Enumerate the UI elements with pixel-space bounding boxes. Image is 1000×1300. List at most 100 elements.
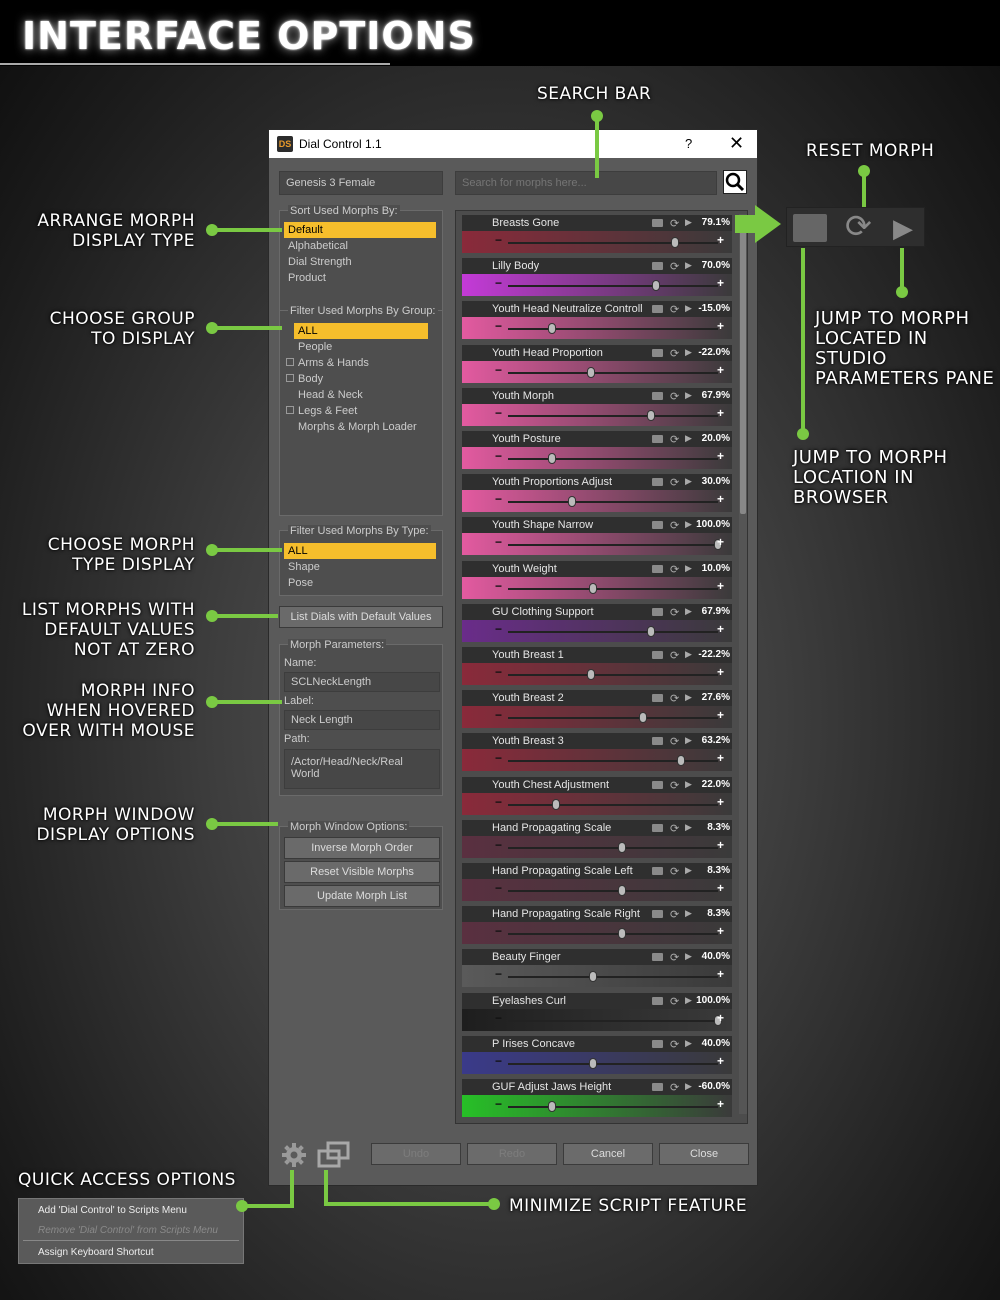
plus-icon[interactable]: +: [716, 1053, 724, 1068]
plus-icon[interactable]: +: [716, 794, 724, 809]
plus-icon[interactable]: +: [716, 1010, 724, 1025]
morph-row[interactable]: Hand Propagating Scale⟳▶8.3%−+: [462, 819, 732, 858]
reset-icon[interactable]: ⟳: [670, 736, 680, 749]
menu-item-remove-scripts[interactable]: Remove 'Dial Control' from Scripts Menu: [38, 1225, 218, 1236]
jump-arrow-icon[interactable]: ▶: [685, 562, 692, 573]
minus-icon[interactable]: −: [495, 665, 503, 679]
plus-icon[interactable]: +: [716, 362, 724, 377]
plus-icon[interactable]: +: [716, 665, 724, 679]
morph-slider-knob[interactable]: [676, 755, 685, 767]
morph-row[interactable]: Youth Shape Narrow⟳▶100.0%−+: [462, 517, 732, 556]
morph-slider-track[interactable]: [508, 414, 718, 417]
plus-icon[interactable]: +: [716, 535, 724, 550]
plus-icon[interactable]: +: [716, 276, 724, 291]
type-option-all[interactable]: ALL: [284, 543, 436, 559]
plus-icon[interactable]: +: [716, 319, 724, 334]
folder-icon[interactable]: [652, 435, 663, 443]
morph-slider-knob[interactable]: [618, 885, 627, 896]
morph-slider-track[interactable]: [508, 630, 718, 633]
sort-option-default[interactable]: Default: [284, 222, 436, 238]
minus-icon[interactable]: −: [495, 1053, 503, 1068]
jump-arrow-icon[interactable]: ▶: [685, 389, 692, 400]
reset-icon[interactable]: ⟳: [670, 520, 680, 533]
group-item-arms-hands[interactable]: Arms & Hands: [298, 357, 369, 369]
folder-icon[interactable]: [652, 607, 663, 616]
morph-slider-track[interactable]: [508, 976, 718, 979]
reset-visible-morphs-button[interactable]: Reset Visible Morphs: [284, 861, 440, 883]
morph-slider-track[interactable]: [508, 760, 718, 763]
minus-icon[interactable]: −: [495, 233, 503, 247]
reset-icon[interactable]: ⟳: [670, 606, 680, 619]
morph-row[interactable]: Youth Proportions Adjust⟳▶30.0%−+: [462, 474, 732, 513]
folder-icon[interactable]: [652, 564, 663, 573]
plus-icon[interactable]: +: [716, 708, 724, 723]
morph-slider-track[interactable]: [508, 371, 718, 374]
morph-list-scrollbar[interactable]: [739, 214, 747, 1114]
plus-icon[interactable]: +: [716, 492, 724, 507]
plus-icon[interactable]: +: [716, 751, 724, 766]
morph-row[interactable]: Lilly Body⟳▶70.0%−+: [462, 258, 732, 297]
morph-slider-track[interactable]: [508, 328, 718, 331]
morph-slider-track[interactable]: [508, 674, 718, 676]
reset-icon[interactable]: ⟳: [670, 1082, 680, 1094]
type-option-shape[interactable]: Shape: [288, 561, 320, 573]
folder-icon[interactable]: [652, 867, 663, 875]
group-item-morph-loader[interactable]: Morphs & Morph Loader: [298, 421, 417, 433]
folder-icon[interactable]: [652, 1039, 663, 1048]
morph-slider-track[interactable]: [508, 1106, 718, 1108]
reset-icon[interactable]: ⟳: [670, 347, 680, 360]
morph-slider-track[interactable]: [508, 544, 718, 547]
morph-slider-track[interactable]: [508, 933, 718, 936]
morph-row[interactable]: GUF Adjust Jaws Height⟳▶-60.0%−+: [462, 1079, 732, 1117]
plus-icon[interactable]: +: [716, 924, 724, 939]
folder-icon[interactable]: [652, 651, 663, 659]
expand-body-icon[interactable]: [286, 374, 294, 382]
folder-icon[interactable]: [652, 348, 663, 357]
minus-icon[interactable]: −: [495, 1097, 503, 1111]
plus-icon[interactable]: +: [716, 578, 724, 593]
jump-arrow-icon[interactable]: ▶: [685, 778, 692, 789]
minus-icon[interactable]: −: [495, 621, 503, 636]
search-input[interactable]: [455, 171, 717, 195]
folder-icon[interactable]: [652, 823, 663, 832]
morph-slider-knob[interactable]: [647, 409, 656, 421]
jump-arrow-icon[interactable]: ▶: [685, 519, 692, 530]
plus-icon[interactable]: +: [716, 837, 724, 852]
jump-arrow-icon[interactable]: ▶: [685, 1081, 692, 1091]
morph-slider-knob[interactable]: [714, 539, 722, 551]
morph-row[interactable]: Hand Propagating Scale Right⟳▶8.3%−+: [462, 906, 732, 945]
plus-icon[interactable]: +: [716, 621, 724, 636]
morph-row[interactable]: Beauty Finger⟳▶40.0%−+: [462, 949, 732, 988]
morph-row[interactable]: Breasts Gone⟳▶79.1%−+: [462, 215, 732, 253]
undo-button[interactable]: Undo: [371, 1143, 461, 1165]
plus-icon[interactable]: +: [716, 881, 724, 895]
jump-arrow-icon[interactable]: ▶: [685, 303, 692, 314]
folder-icon[interactable]: [652, 391, 663, 400]
minus-icon[interactable]: −: [495, 449, 503, 463]
type-option-pose[interactable]: Pose: [288, 577, 314, 589]
jump-arrow-icon[interactable]: ▶: [685, 994, 692, 1005]
morph-row[interactable]: Youth Head Proportion⟳▶-22.0%−+: [462, 344, 732, 383]
reset-icon[interactable]: ⟳: [670, 477, 680, 490]
minus-icon[interactable]: −: [495, 708, 503, 723]
jump-arrow-icon[interactable]: ▶: [685, 951, 692, 962]
morph-slider-knob[interactable]: [589, 1057, 598, 1069]
folder-icon[interactable]: [652, 910, 663, 919]
group-item-all[interactable]: ALL: [294, 323, 428, 339]
folder-icon[interactable]: [652, 478, 663, 487]
morph-slider-knob[interactable]: [670, 237, 679, 248]
morph-slider-knob[interactable]: [618, 928, 627, 940]
reset-icon[interactable]: ⟳: [670, 909, 680, 922]
morph-slider-knob[interactable]: [714, 1014, 722, 1026]
minus-icon[interactable]: −: [495, 405, 503, 420]
morph-row[interactable]: Youth Breast 1⟳▶-22.2%−+: [462, 647, 732, 685]
help-button[interactable]: ?: [685, 136, 693, 151]
jump-arrow-icon[interactable]: ▶: [685, 692, 692, 703]
list-default-dials-button[interactable]: List Dials with Default Values: [279, 606, 443, 628]
sort-option-alphabetical[interactable]: Alphabetical: [288, 240, 348, 252]
plus-icon[interactable]: +: [716, 967, 724, 982]
morph-row[interactable]: Youth Head Neutralize Controller⟳▶-15.0%…: [462, 301, 732, 340]
jump-arrow-icon[interactable]: ▶: [685, 605, 692, 616]
morph-slider-knob[interactable]: [639, 712, 648, 724]
morph-slider-track[interactable]: [508, 285, 718, 288]
